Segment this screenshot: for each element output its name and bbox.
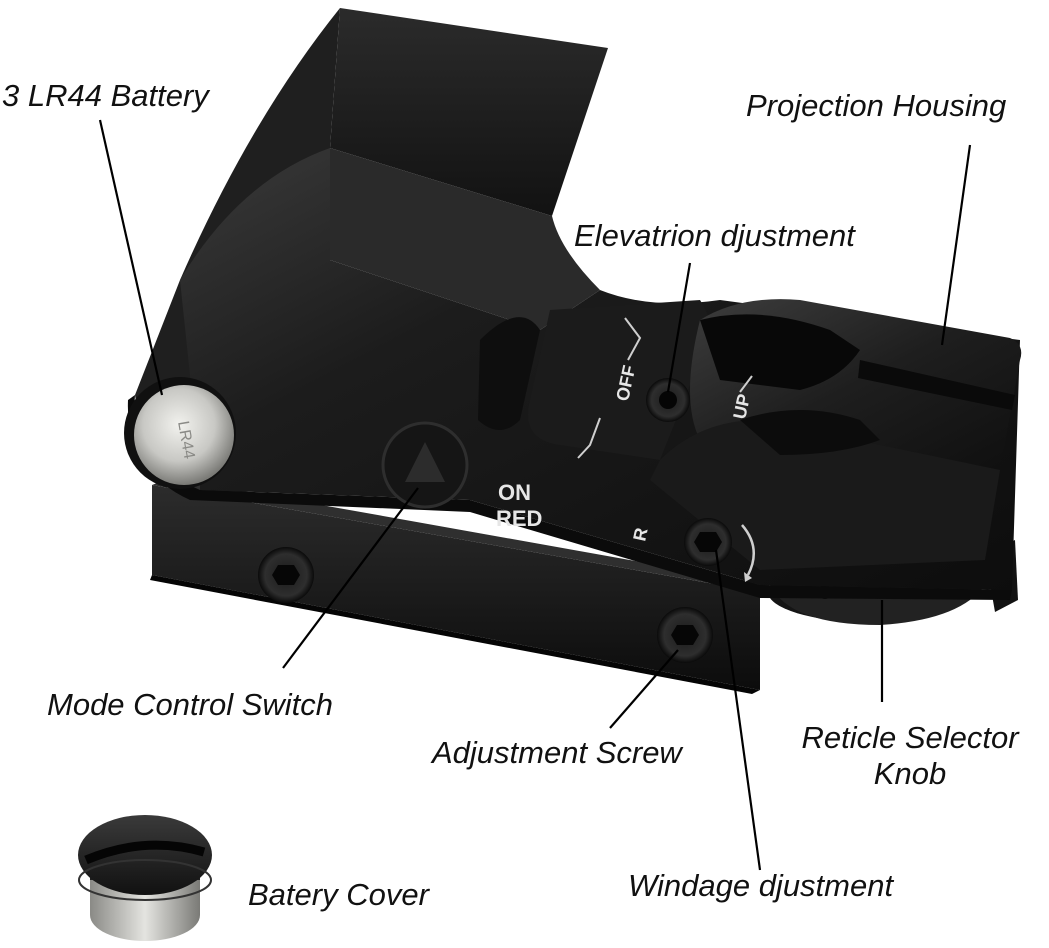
label-adjustment-screw: Adjustment Screw	[432, 735, 682, 770]
leader-adjustment	[609, 649, 679, 729]
battery-cover-cap	[78, 815, 212, 941]
rail-screw-right	[657, 607, 713, 663]
projection-housing	[650, 299, 1022, 570]
battery-marking: LR44	[174, 420, 197, 461]
leader-battery	[98, 119, 164, 396]
label-projection-housing: Projection Housing	[746, 88, 1007, 123]
mounting-rail	[150, 478, 770, 694]
label-elevation-adjustment: Elevatrion djustment	[574, 218, 855, 253]
on-label: ON	[498, 480, 531, 505]
leader-mode	[282, 487, 419, 669]
leader-projection	[940, 144, 972, 346]
mode-switch: ON RED	[381, 421, 542, 531]
label-mode-control-switch: Mode Control Switch	[47, 687, 334, 722]
leader-lines	[98, 119, 972, 871]
r-label: R	[629, 526, 651, 543]
red-label: RED	[496, 506, 542, 531]
label-reticle-line2: Knob	[873, 756, 947, 791]
label-battery-cover: Batery Cover	[248, 877, 429, 912]
label-windage-adjustment: Windage djustment	[628, 868, 894, 903]
leader-windage	[714, 549, 762, 871]
battery: LR44	[124, 377, 236, 489]
leader-elevation	[666, 262, 692, 393]
rail-screw-left	[258, 547, 314, 603]
label-reticle-selector-knob: Reticle Selector Knob	[783, 720, 1037, 792]
elevation-screw	[646, 378, 690, 422]
label-battery: 3 LR44 Battery	[2, 78, 209, 113]
label-reticle-line1: Reticle Selector	[801, 720, 1019, 755]
windage-screw: R	[629, 518, 755, 582]
